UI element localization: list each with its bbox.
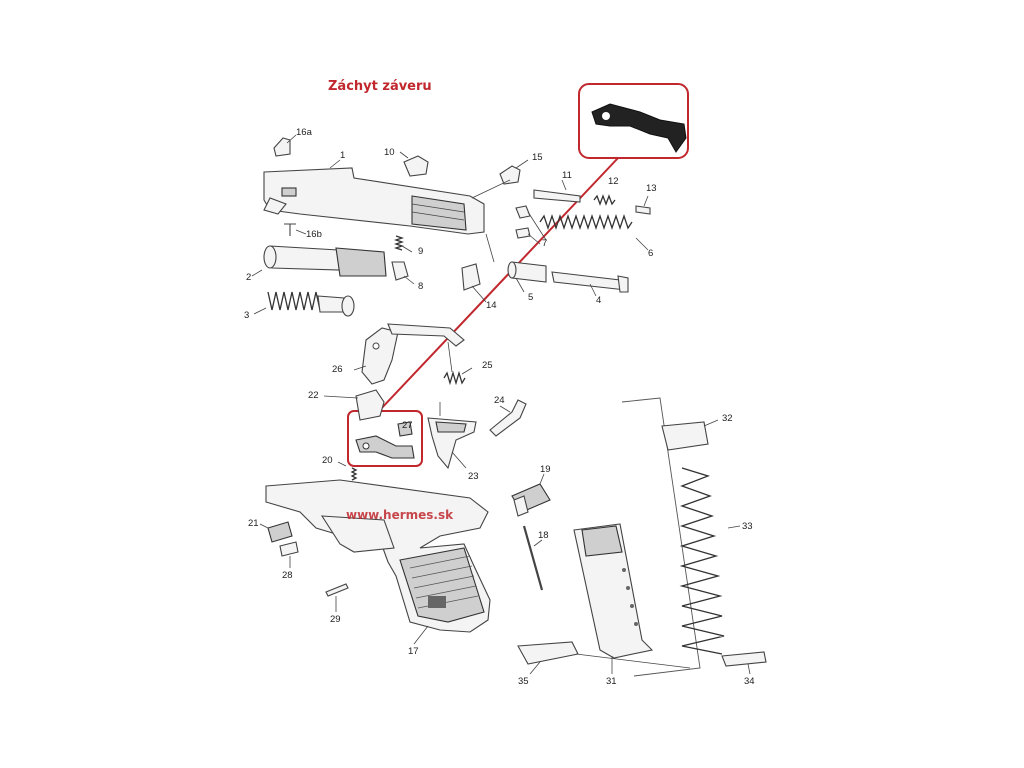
extractor bbox=[551, 271, 629, 297]
part-label-19: 19 bbox=[540, 464, 551, 475]
spacer-sleeve bbox=[515, 205, 547, 245]
magazine-catch-spring bbox=[522, 525, 544, 591]
part-label-2: 2 bbox=[246, 272, 251, 283]
part-label-28: 28 bbox=[282, 570, 293, 581]
part-label-25: 25 bbox=[482, 360, 493, 371]
extractor-depressor bbox=[399, 151, 429, 177]
part-label-16a: 16a bbox=[296, 127, 313, 138]
part-label-21: 21 bbox=[248, 518, 259, 529]
spring-loaded-bearing bbox=[507, 261, 547, 293]
part-label-11: 11 bbox=[562, 170, 572, 181]
part-label-17: 17 bbox=[408, 646, 419, 657]
firing-pin-safety-spring bbox=[393, 235, 405, 251]
part-label-33: 33 bbox=[742, 521, 753, 532]
magazine-insert bbox=[721, 651, 767, 675]
recoil-spring-assembly bbox=[253, 291, 355, 317]
part-label-26: 26 bbox=[332, 364, 343, 375]
diagram-title: Záchyt záveru bbox=[328, 79, 432, 94]
part-label-29: 29 bbox=[330, 614, 341, 625]
magazine-floor-plate bbox=[517, 641, 579, 675]
part-label-27: 27 bbox=[402, 420, 413, 431]
rear-sight-screw bbox=[284, 223, 307, 236]
front-sight bbox=[499, 159, 529, 185]
magazine-tube bbox=[573, 523, 654, 674]
trigger-housing-pin-small bbox=[279, 541, 299, 568]
slide-lock-spring bbox=[489, 399, 527, 437]
part-label-5: 5 bbox=[528, 292, 533, 303]
firing-pin bbox=[533, 179, 581, 203]
part-label-10: 10 bbox=[384, 147, 395, 158]
part-label-6: 6 bbox=[648, 248, 653, 259]
part-label-18: 18 bbox=[538, 530, 549, 541]
part-label-3: 3 bbox=[244, 310, 249, 321]
locking-block bbox=[323, 389, 385, 421]
firing-pin-spring bbox=[593, 194, 616, 206]
site-watermark: www.hermes.sk bbox=[346, 508, 454, 522]
part-label-23: 23 bbox=[468, 471, 479, 482]
trigger-spring bbox=[443, 370, 466, 386]
part-label-16b: 16b bbox=[306, 229, 322, 240]
barrel bbox=[251, 245, 387, 277]
part-label-8: 8 bbox=[418, 281, 423, 292]
magazine-catch bbox=[511, 473, 551, 517]
slide-cover-plate bbox=[461, 263, 487, 303]
magazine-spring bbox=[679, 467, 725, 655]
zoom-callout-box bbox=[578, 83, 689, 159]
part-27-highlight-box bbox=[347, 410, 423, 467]
part-label-14: 14 bbox=[486, 300, 497, 311]
part-label-34: 34 bbox=[744, 676, 755, 687]
slide-lock bbox=[259, 521, 293, 543]
part-label-1: 1 bbox=[340, 150, 345, 161]
part-label-35: 35 bbox=[518, 676, 529, 687]
part-label-13: 13 bbox=[646, 183, 657, 194]
part-label-7: 7 bbox=[542, 238, 547, 249]
part-label-20: 20 bbox=[322, 455, 333, 466]
part-label-15: 15 bbox=[532, 152, 543, 163]
slide-stop-lever-zoom bbox=[591, 103, 687, 153]
trigger-pin bbox=[325, 583, 349, 612]
part-label-31: 31 bbox=[606, 676, 617, 687]
spring-cups bbox=[635, 195, 651, 215]
trigger-mechanism-housing bbox=[353, 323, 465, 385]
rear-sight bbox=[273, 134, 297, 157]
part-label-22: 22 bbox=[308, 390, 319, 401]
part-label-24: 24 bbox=[494, 395, 505, 406]
firing-pin-safety bbox=[391, 261, 415, 285]
firing-pin-spring-long bbox=[539, 213, 633, 231]
receiver-frame bbox=[265, 479, 491, 645]
part-label-12: 12 bbox=[608, 176, 619, 187]
slide-stop-lever bbox=[355, 421, 415, 459]
magazine-follower bbox=[661, 419, 719, 451]
slide-lock-spring-small bbox=[350, 467, 358, 481]
magazine-internals-bracket bbox=[621, 397, 701, 677]
part-number-labels: 16a 1 10 15 11 12 13 16b 7 9 6 2 8 5 4 1… bbox=[244, 127, 755, 687]
slide bbox=[263, 159, 485, 235]
trigger-with-trigger-bar bbox=[427, 402, 477, 470]
part-label-9: 9 bbox=[418, 246, 423, 257]
part-label-4: 4 bbox=[596, 295, 601, 306]
part-label-32: 32 bbox=[722, 413, 733, 424]
